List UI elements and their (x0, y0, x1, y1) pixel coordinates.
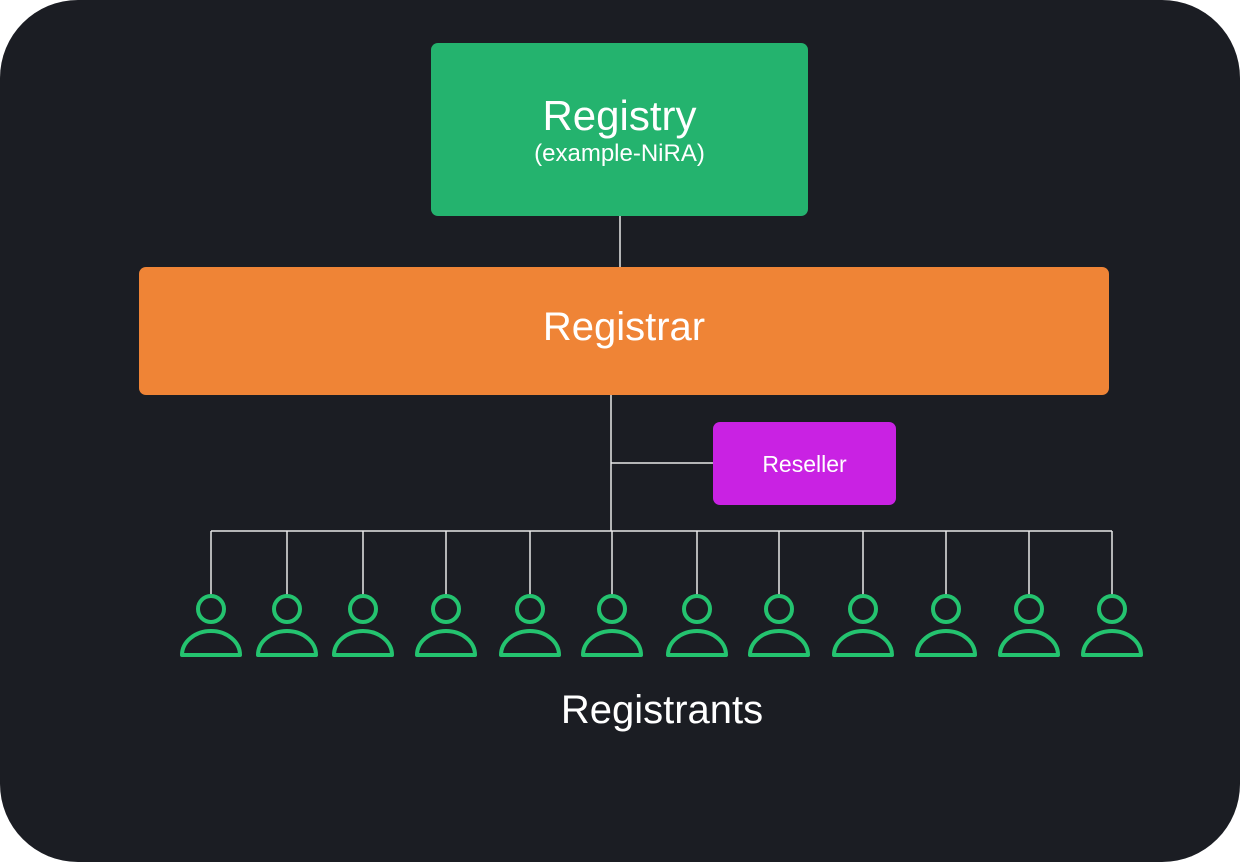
person-icon (666, 594, 728, 657)
person-icon (499, 594, 561, 657)
person-icon (581, 594, 643, 657)
person-icon (180, 594, 242, 657)
person-icon (256, 594, 318, 657)
person-icon (1081, 594, 1143, 657)
person-icon (332, 594, 394, 657)
registry-subtitle: (example-NiRA) (534, 139, 705, 167)
person-icon (832, 594, 894, 657)
person-icon (748, 594, 810, 657)
registry-node: Registry (example-NiRA) (431, 43, 808, 216)
reseller-node: Reseller (713, 422, 896, 505)
person-icon (415, 594, 477, 657)
reseller-title: Reseller (762, 450, 847, 477)
person-icon (915, 594, 977, 657)
registrants-label: Registrants (560, 688, 764, 732)
person-icon (998, 594, 1060, 657)
registry-title: Registry (542, 91, 697, 139)
registrar-title: Registrar (542, 305, 706, 349)
registrar-node: Registrar (139, 267, 1109, 395)
